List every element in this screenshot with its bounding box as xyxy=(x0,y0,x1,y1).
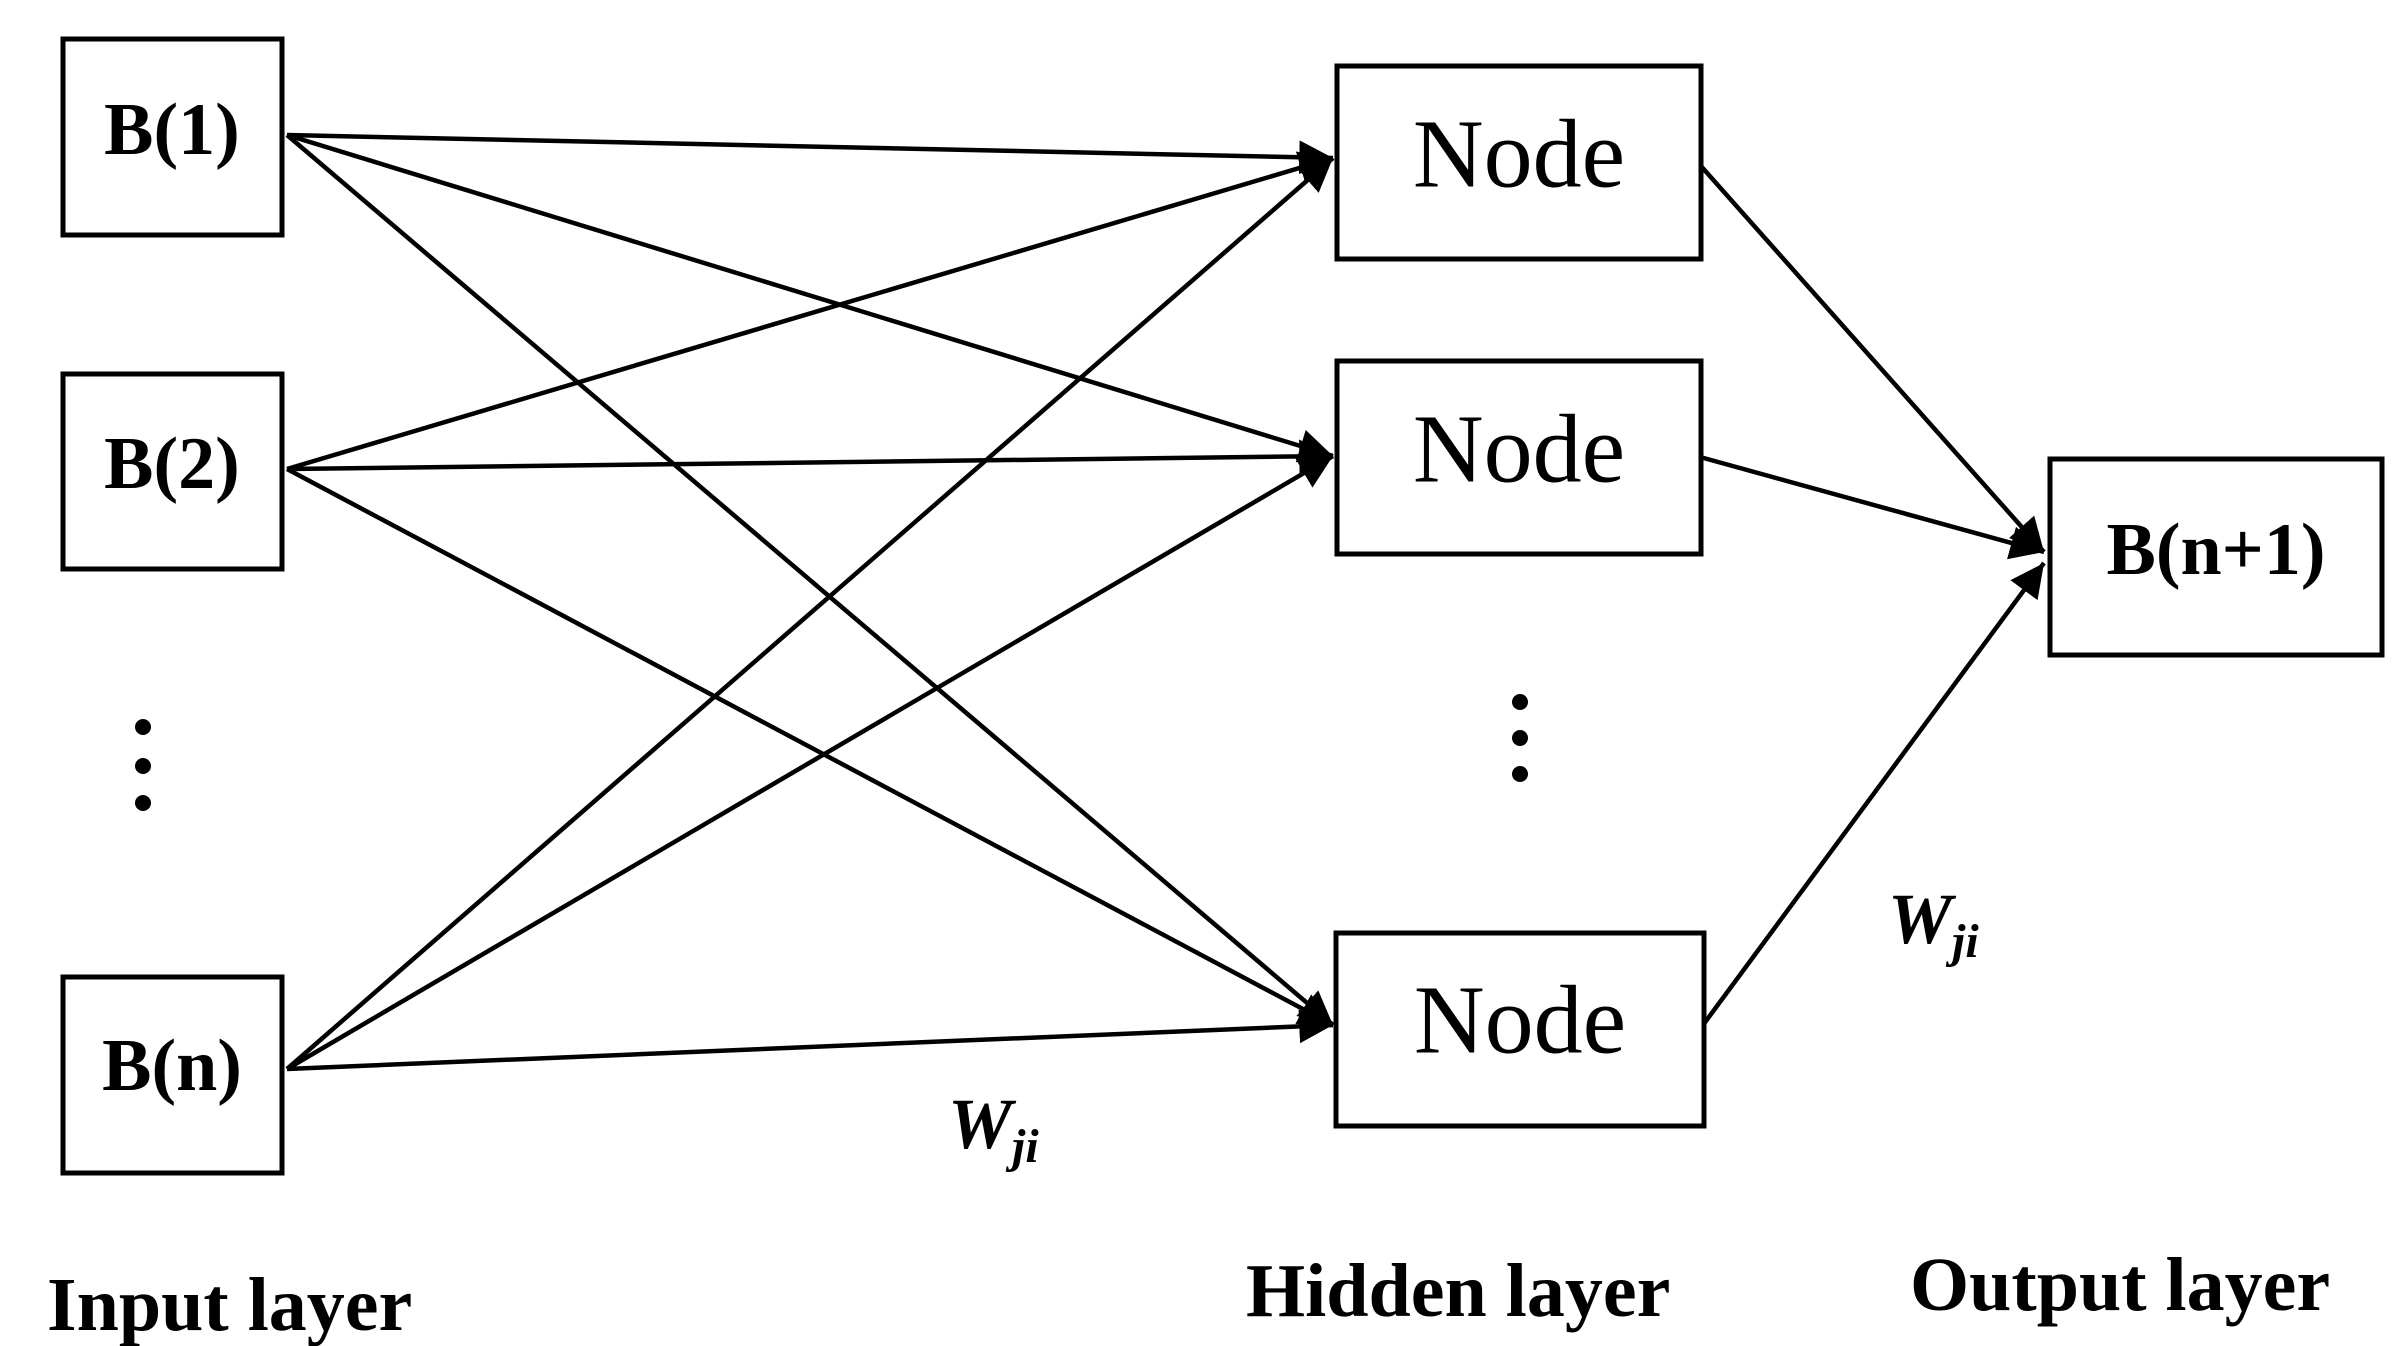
edge-node1-output xyxy=(1698,163,2046,554)
hidden-node-3: Node xyxy=(1333,930,1707,1129)
hidden-layer-label: Hidden layer xyxy=(1246,1249,1670,1333)
hidden-ellipsis xyxy=(1512,694,1528,782)
input-node-b1: B(1) xyxy=(60,36,285,238)
hidden-to-output-edges xyxy=(1698,163,2046,1027)
edge-b1-node1 xyxy=(286,132,1334,175)
edge-b2-node3 xyxy=(285,467,1335,1027)
hidden-node-label: Node xyxy=(1413,100,1625,208)
input-layer: B(1) B(2) B(n) xyxy=(60,36,285,1176)
hidden-node-1: Node xyxy=(1334,63,1704,262)
input-node-label: B(2) xyxy=(104,423,240,505)
edge-node2-output xyxy=(1699,454,2045,560)
input-node-bn: B(n) xyxy=(60,974,285,1176)
edge-bn-node1 xyxy=(285,156,1335,1071)
hidden-node-label: Node xyxy=(1414,966,1626,1074)
input-ellipsis xyxy=(135,719,151,811)
svg-text:Wji: Wji xyxy=(1888,879,1979,968)
edge-node3-output xyxy=(1701,561,2046,1027)
input-layer-label: Input layer xyxy=(47,1263,412,1346)
input-node-b2: B(2) xyxy=(60,371,285,572)
edge-b1-node2 xyxy=(286,132,1334,463)
output-layer: B(n+1) xyxy=(2047,456,2385,658)
weight-symbol: W xyxy=(948,1084,1017,1164)
edge-b1-node3 xyxy=(285,133,1335,1027)
input-to-hidden-edges xyxy=(285,132,1335,1072)
edge-b2-node1 xyxy=(286,151,1334,472)
output-layer-label: Output layer xyxy=(1910,1243,2330,1327)
input-node-label: B(n) xyxy=(102,1025,242,1107)
output-node-label: B(n+1) xyxy=(2107,509,2326,591)
weight-symbol: W xyxy=(1888,879,1957,959)
edge-bn-node3 xyxy=(286,1009,1334,1072)
weight-label-hidden-output: Wji xyxy=(1888,879,1979,968)
hidden-layer: Node Node Node xyxy=(1333,63,1707,1129)
hidden-node-label: Node xyxy=(1413,395,1625,503)
output-node: B(n+1) xyxy=(2047,456,2385,658)
weight-label-input-hidden: Wji xyxy=(948,1084,1039,1173)
input-node-label: B(1) xyxy=(104,89,240,171)
edge-b2-node2 xyxy=(286,439,1334,474)
hidden-node-2: Node xyxy=(1334,358,1704,557)
svg-text:Wji: Wji xyxy=(948,1084,1039,1173)
edge-bn-node2 xyxy=(285,454,1335,1071)
